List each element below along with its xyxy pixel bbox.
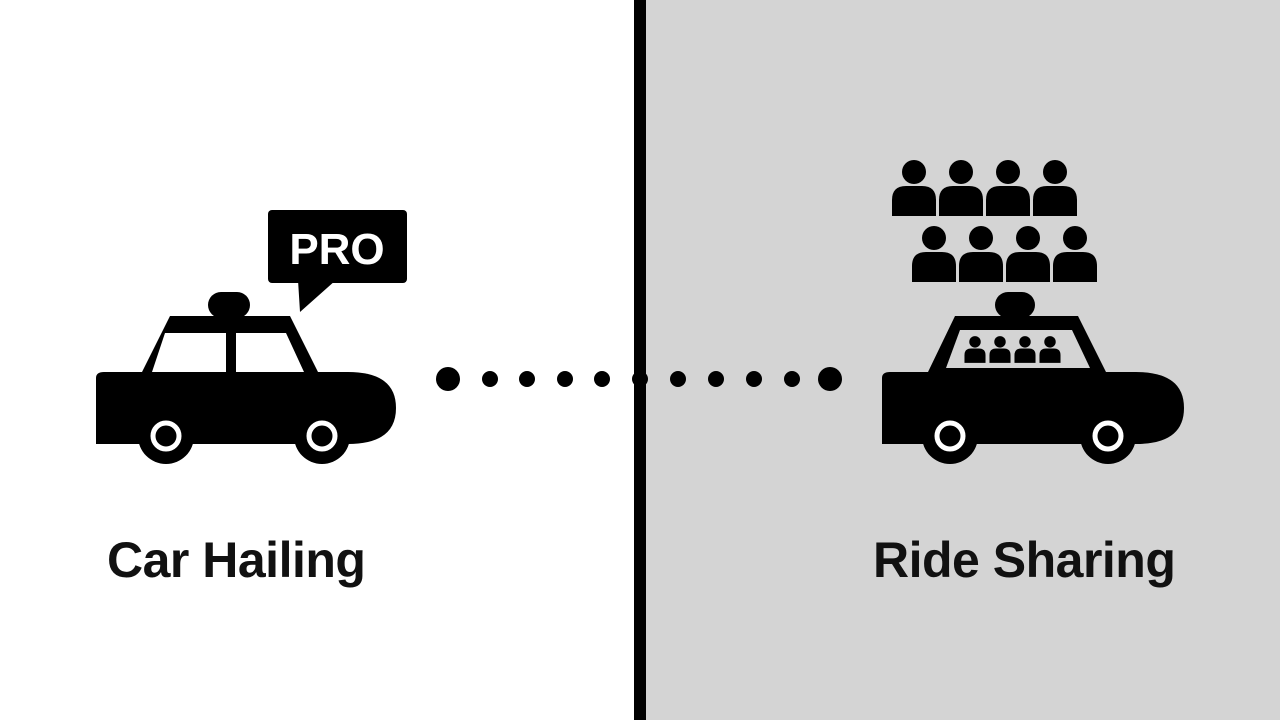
dotted-connector	[436, 367, 842, 391]
center-divider	[634, 0, 646, 720]
taxi-car-icon	[96, 292, 396, 464]
car-hailing-label: Car Hailing	[107, 532, 366, 588]
pro-badge-text: PRO	[289, 225, 384, 274]
ride-sharing-label: Ride Sharing	[873, 532, 1176, 588]
car-hailing-panel	[0, 0, 634, 720]
speech-bubble-icon	[268, 210, 407, 312]
people-group-icon	[892, 160, 1097, 282]
shared-taxi-icon	[882, 292, 1184, 464]
